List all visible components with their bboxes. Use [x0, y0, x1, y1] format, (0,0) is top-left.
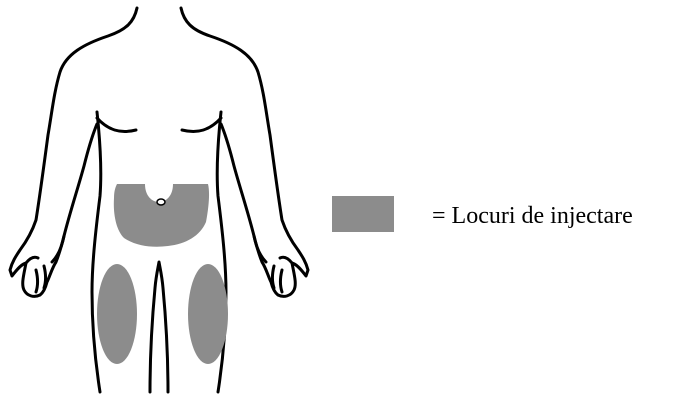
legend-label: = Locuri de injectare — [432, 201, 633, 231]
abdomen-zone — [114, 184, 209, 247]
navel — [157, 199, 165, 205]
legend-swatch — [332, 196, 394, 232]
left-hand — [26, 257, 46, 292]
left-body-contour — [10, 8, 137, 296]
left-torso-side — [92, 112, 101, 392]
right-hand — [273, 257, 293, 292]
inner-legs — [150, 262, 168, 392]
right-body-contour — [181, 8, 308, 296]
right-thigh-zone — [188, 264, 228, 364]
right-chest-line — [182, 118, 221, 132]
left-thigh-zone — [97, 264, 137, 364]
left-chest-line — [97, 118, 136, 132]
